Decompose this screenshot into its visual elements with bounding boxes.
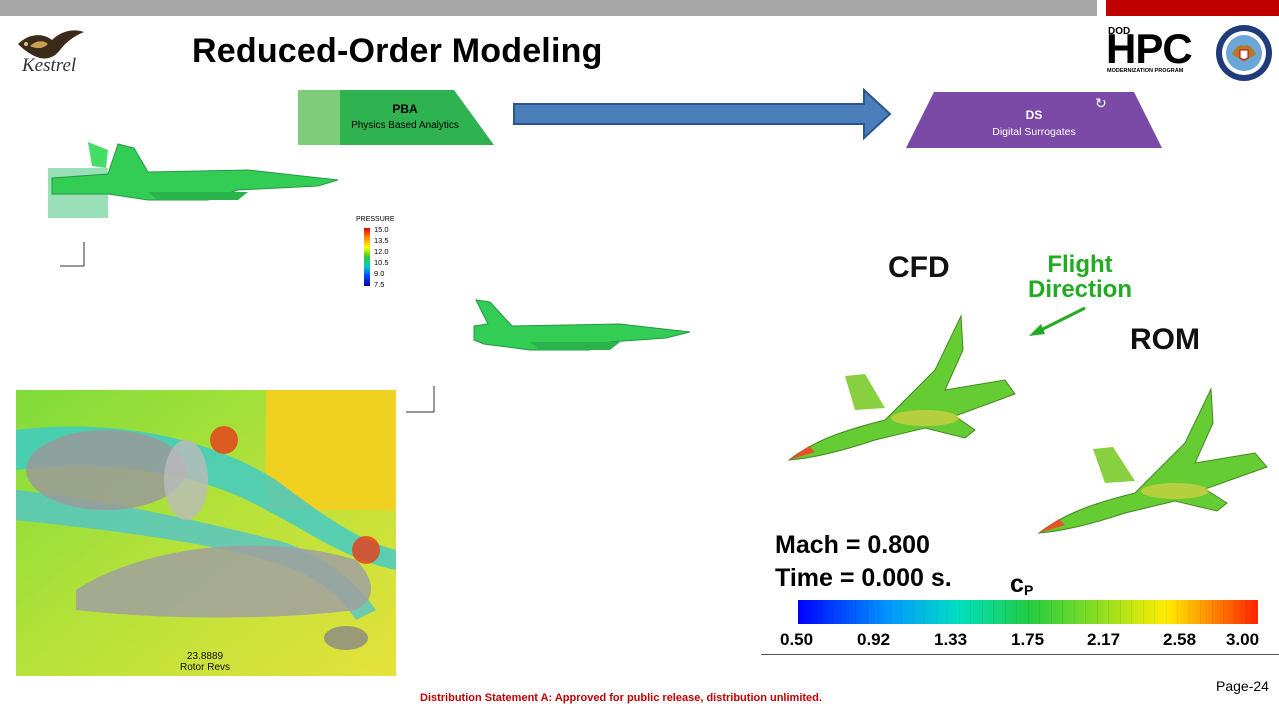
flight-direction-arrow-icon xyxy=(1029,306,1086,336)
axis-triad-icon xyxy=(406,386,435,413)
cp-label: c xyxy=(1010,570,1024,598)
rotor-revs-label: Rotor Revs xyxy=(179,662,230,673)
divider-line xyxy=(761,654,1279,655)
cp-tick: 2.58 xyxy=(1163,630,1197,649)
dod-wordmark: DOD xyxy=(1108,26,1131,37)
top-gray-bar xyxy=(0,0,1097,16)
modernization-program-text: MODERNIZATION PROGRAM xyxy=(1107,68,1184,74)
page-number: Page-24 xyxy=(1216,678,1269,694)
mach-readout: Mach = 0.800 xyxy=(775,531,930,559)
pba-subtitle: Physics Based Analytics xyxy=(351,120,459,131)
axis-triad-icon xyxy=(60,242,85,267)
dod-seal-icon xyxy=(1216,25,1272,81)
flight-direction-label: Flight Direction xyxy=(1018,252,1142,302)
pressure-tick: 7.5 xyxy=(374,280,385,289)
ds-box xyxy=(906,92,1162,148)
distribution-statement: Distribution Statement A: Approved for p… xyxy=(420,692,822,704)
kestrel-wordmark: Kestrel xyxy=(22,55,77,76)
kestrel-bird-icon xyxy=(18,30,84,59)
pressure-colorbar xyxy=(364,228,370,286)
jet-cfd-iso-view xyxy=(787,314,1016,461)
slide-title: Reduced-Order Modeling xyxy=(192,32,603,70)
jet-rom-iso-view xyxy=(1037,387,1268,534)
pba-title: PBA xyxy=(392,102,418,116)
pressure-tick: 15.0 xyxy=(374,225,389,234)
pressure-tick: 13.5 xyxy=(374,236,389,245)
flight-direction-line1: Flight xyxy=(1047,251,1113,278)
pressure-legend-title: PRESSURE xyxy=(356,216,395,223)
cp-subscript: P xyxy=(1024,582,1034,598)
cp-tick: 0.92 xyxy=(857,630,891,649)
hpc-wordmark: HPC xyxy=(1106,25,1193,72)
cfd-label: CFD xyxy=(888,251,950,284)
time-readout: Time = 0.000 s. xyxy=(775,564,952,592)
jet-pressure-side-view xyxy=(48,142,339,218)
rotor-revs-value: 23.8889 xyxy=(186,651,224,662)
cp-colorbar xyxy=(798,600,1258,624)
top-red-bar xyxy=(1106,0,1279,16)
flight-direction-line2: Direction xyxy=(1027,276,1132,303)
pressure-tick: 9.0 xyxy=(374,269,385,278)
pba-box xyxy=(298,90,494,145)
pressure-tick: 12.0 xyxy=(374,247,389,256)
refresh-icon: ↻ xyxy=(1095,95,1107,111)
cp-tick: 1.33 xyxy=(934,630,968,649)
pressure-tick: 10.5 xyxy=(374,258,389,267)
jet-surrogate-side-view xyxy=(473,299,691,351)
ds-subtitle: Digital Surrogates xyxy=(992,126,1076,138)
rom-label: ROM xyxy=(1130,323,1200,356)
cp-tick: 3.00 xyxy=(1226,630,1260,649)
rotor-cfd-field-image xyxy=(16,390,396,676)
right-arrow-icon xyxy=(513,88,892,140)
cp-tick: 2.17 xyxy=(1087,630,1121,649)
ds-title: DS xyxy=(1025,108,1043,122)
cp-tick: 1.75 xyxy=(1011,630,1045,649)
cp-tick: 0.50 xyxy=(780,630,814,649)
